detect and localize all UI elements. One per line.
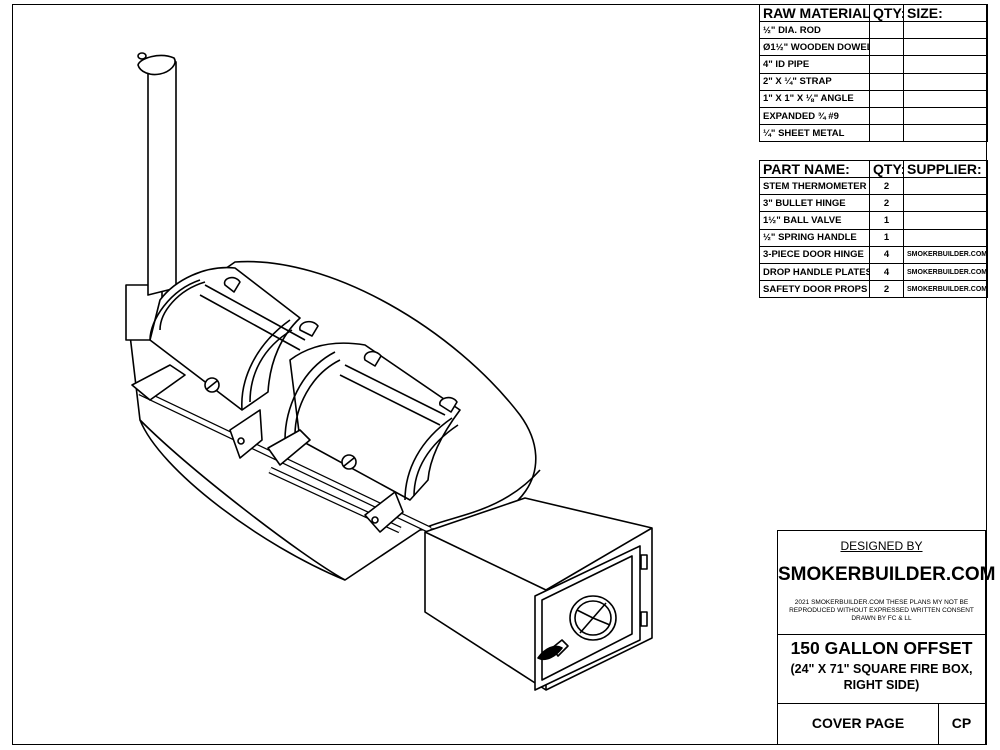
- company-name: SMOKERBUILDER.COM: [778, 564, 996, 585]
- drawing-title: 150 GALLON OFFSET: [790, 638, 973, 658]
- copyright-notice: 2021 SMOKERBUILDER.COM THESE PLANS MY NO…: [778, 599, 985, 623]
- material-qty: [869, 124, 904, 143]
- qty-header: QTY:: [869, 160, 904, 178]
- material-qty: [869, 38, 904, 57]
- handles: [131, 364, 432, 534]
- part-supplier: SMOKERBUILDER.COM: [903, 262, 988, 282]
- designed-by-label: DESIGNED BY: [840, 539, 923, 553]
- part-supplier: SMOKERBUILDER.COM: [903, 280, 988, 299]
- part-supplier: [903, 228, 988, 247]
- material-name: 2" X ¼" STRAP: [759, 72, 870, 91]
- table-row: ½" DIA. ROD: [759, 20, 988, 40]
- page-code: CP: [951, 715, 972, 731]
- drawing-border: [12, 4, 987, 745]
- material-name: ½" DIA. ROD: [759, 20, 870, 40]
- material-size: [903, 72, 988, 91]
- notice-line: REPRODUCED WITHOUT EXPRESSED WRITTEN CON…: [789, 607, 974, 614]
- part-qty: 1: [869, 211, 904, 230]
- chimney: [125, 52, 177, 341]
- material-qty: [869, 20, 904, 40]
- material-qty: [869, 72, 904, 91]
- part-qty: 2: [869, 176, 904, 196]
- page-section: COVER PAGE CP: [778, 703, 985, 745]
- material-size: [903, 89, 988, 108]
- part-supplier: [903, 211, 988, 230]
- material-size: [903, 20, 988, 40]
- part-name: SAFETY DOOR PROPS: [759, 280, 870, 299]
- notice-line: DRAWN BY FC & LL: [851, 615, 912, 622]
- material-size: [903, 38, 988, 57]
- fire-box: [424, 497, 653, 691]
- material-name: EXPANDED ¾ #9: [759, 106, 870, 126]
- size-header: SIZE:: [903, 4, 988, 22]
- title-block: DESIGNED BY SMOKERBUILDER.COM 2021 SMOKE…: [777, 530, 996, 745]
- title-section: 150 GALLON OFFSET (24" X 71" SQUARE FIRE…: [778, 634, 985, 704]
- right-door: [284, 342, 461, 501]
- part-name-header: PART NAME:: [759, 160, 870, 178]
- parts-table: PART NAME: QTY: SUPPLIER: STEM THERMOMET…: [759, 160, 988, 299]
- part-name: 3" BULLET HINGE: [759, 194, 870, 213]
- material-qty: [869, 55, 904, 74]
- part-qty: 4: [869, 262, 904, 282]
- part-name: ½" SPRING HANDLE: [759, 228, 870, 247]
- material-name: ¼" SHEET METAL: [759, 124, 870, 143]
- table-row: 4" ID PIPE: [759, 55, 988, 74]
- material-size: [903, 55, 988, 74]
- notice-line: 2021 SMOKERBUILDER.COM THESE PLANS MY NO…: [794, 599, 969, 606]
- raw-material-header: RAW MATERIAL:: [759, 4, 870, 22]
- part-name: 3-PIECE DOOR HINGE: [759, 245, 870, 264]
- divider: [938, 704, 939, 745]
- table-row: EXPANDED ¾ #9: [759, 106, 988, 126]
- material-qty: [869, 89, 904, 108]
- drawing-subtitle-line2: RIGHT SIDE): [843, 678, 920, 692]
- part-qty: 1: [869, 228, 904, 247]
- qty-header: QTY:: [869, 4, 904, 22]
- part-qty: 4: [869, 245, 904, 264]
- supplier-header: SUPPLIER:: [903, 160, 988, 178]
- part-name: STEM THERMOMETER: [759, 176, 870, 196]
- part-name: DROP HANDLE PLATES: [759, 262, 870, 282]
- left-door: [149, 266, 319, 411]
- part-supplier: [903, 194, 988, 213]
- part-supplier: [903, 176, 988, 196]
- table-row: ¼" SHEET METAL: [759, 124, 988, 143]
- raw-material-table: RAW MATERIAL: QTY: SIZE: ½" DIA. ROD Ø1½…: [759, 4, 988, 143]
- material-name: 1" X 1" X ⅛" ANGLE: [759, 89, 870, 108]
- material-size: [903, 124, 988, 143]
- table-row: 1" X 1" X ⅛" ANGLE: [759, 89, 988, 108]
- part-qty: 2: [869, 194, 904, 213]
- part-name: 1½" BALL VALVE: [759, 211, 870, 230]
- part-qty: 2: [869, 280, 904, 299]
- drawing-subtitle-line1: (24" X 71" SQUARE FIRE BOX,: [790, 662, 973, 676]
- table-row: 2" X ¼" STRAP: [759, 72, 988, 91]
- material-name: 4" ID PIPE: [759, 55, 870, 74]
- table-row: Ø1½" WOODEN DOWEL: [759, 38, 988, 57]
- page-name: COVER PAGE: [811, 715, 905, 731]
- material-name: Ø1½" WOODEN DOWEL: [759, 38, 870, 57]
- part-supplier: SMOKERBUILDER.COM: [903, 245, 988, 264]
- material-qty: [869, 106, 904, 126]
- material-size: [903, 106, 988, 126]
